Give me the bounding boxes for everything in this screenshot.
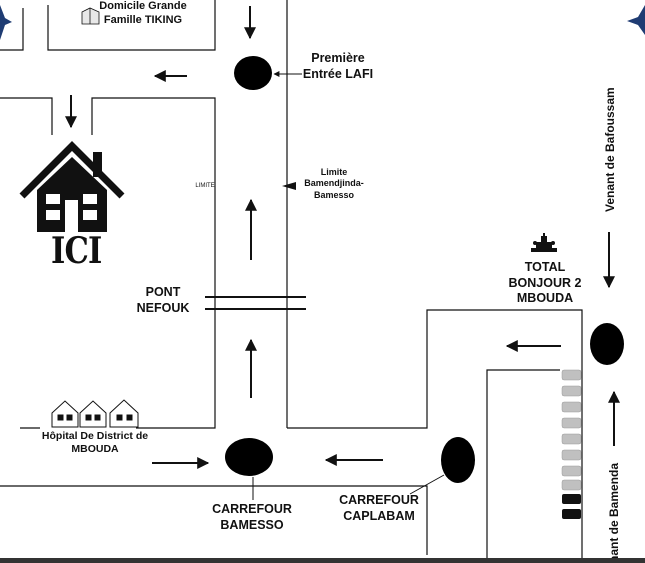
label-limite-bamendjinda: Limite Bamendjinda- Bamesso — [304, 167, 364, 200]
roundabout-bafoussam — [590, 323, 624, 365]
fuel-station-icon — [531, 233, 557, 252]
label-ici: ICI — [51, 230, 102, 272]
pointer-caplabam — [409, 474, 445, 495]
pont-nefouk-bridge — [205, 296, 306, 310]
label-venant-bafoussam: Venant de Bafoussam — [603, 87, 617, 212]
road-edge — [287, 309, 583, 563]
roundabouts — [225, 56, 624, 483]
pointer-lines — [252, 71, 445, 500]
road-edge — [91, 97, 216, 429]
road-outlines — [0, 0, 583, 563]
label-domicile: Domicile Grande Famille TIKING — [99, 0, 187, 26]
label-limite-small: LIMITE — [195, 183, 215, 189]
limite-triangle-icon — [282, 182, 296, 190]
building-icon — [81, 7, 100, 25]
road-edge — [486, 369, 560, 563]
label-pont-nefouk: PONT NEFOUK — [136, 285, 190, 315]
house-icon — [19, 141, 125, 232]
corner-pin-icon — [0, 5, 12, 40]
road-edge — [0, 97, 53, 135]
label-premiere-entree: Première Entrée LAFI — [302, 51, 374, 81]
road-edge — [0, 8, 24, 51]
building-blocks — [561, 369, 582, 519]
road-edge — [0, 485, 428, 555]
label-hopital: Hôpital De District de MBOUDA — [41, 430, 149, 456]
roundabout-caplabam — [441, 437, 475, 483]
hospital-icon — [51, 399, 139, 428]
corner-pin-icon — [627, 5, 645, 35]
label-carrefour-bamesso: CARREFOUR BAMESSO — [212, 502, 292, 532]
label-carrefour-caplabam: CARREFOUR CAPLABAM — [339, 493, 419, 523]
road-edge — [47, 0, 216, 51]
direction-arrows — [65, 6, 620, 469]
label-venant-bamenda: nant de Bamenda — [607, 462, 621, 563]
label-total-bonjour: TOTAL BONJOUR 2 MBOUDA — [508, 260, 582, 306]
roundabout-bamesso — [225, 438, 273, 476]
bottom-border — [0, 558, 645, 563]
roundabout-premiere-entree — [234, 56, 272, 90]
